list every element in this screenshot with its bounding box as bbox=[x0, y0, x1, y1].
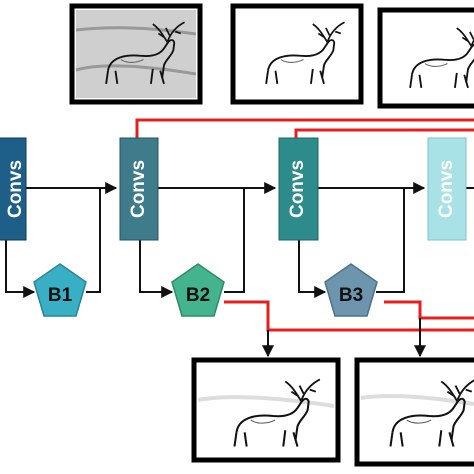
convs-label-3: Convs bbox=[287, 160, 308, 218]
convs-label-1: Convs bbox=[5, 160, 26, 218]
arrow-down-b2 bbox=[139, 240, 174, 298]
arrow-down-b1 bbox=[5, 240, 36, 298]
convs-block-4: Convs bbox=[427, 137, 467, 241]
side-path-b2 bbox=[224, 300, 474, 332]
input-image-frame bbox=[69, 3, 203, 105]
arrow-b1-up bbox=[86, 188, 101, 293]
side-path-b3 bbox=[384, 300, 474, 320]
side-output-image-1 bbox=[230, 3, 364, 105]
arrow-down-b3 bbox=[298, 240, 327, 298]
block-b2: B2 bbox=[171, 263, 225, 317]
side-path-convs2 bbox=[135, 118, 474, 140]
main-arrows bbox=[5, 182, 474, 358]
block-b2-label: B2 bbox=[186, 285, 210, 306]
convs-label-2: Convs bbox=[128, 160, 149, 218]
block-b1: B1 bbox=[33, 263, 87, 317]
arrow-b3-up bbox=[376, 188, 405, 293]
convs-block-2: Convs bbox=[119, 137, 159, 241]
output-image-1 bbox=[191, 357, 341, 463]
convs-block-1: Convs bbox=[0, 137, 27, 241]
arrow-b2-up bbox=[224, 188, 245, 293]
side-output-image-2 bbox=[377, 7, 474, 109]
output-image-2 bbox=[354, 357, 474, 467]
side-path-convs3 bbox=[294, 128, 474, 140]
convs-label-4: Convs bbox=[436, 160, 457, 218]
block-b1-label: B1 bbox=[48, 285, 73, 306]
side-output-paths bbox=[135, 118, 474, 332]
convs-block-3: Convs bbox=[278, 137, 319, 241]
block-b3: B3 bbox=[324, 263, 378, 317]
block-b3-label: B3 bbox=[339, 285, 363, 306]
